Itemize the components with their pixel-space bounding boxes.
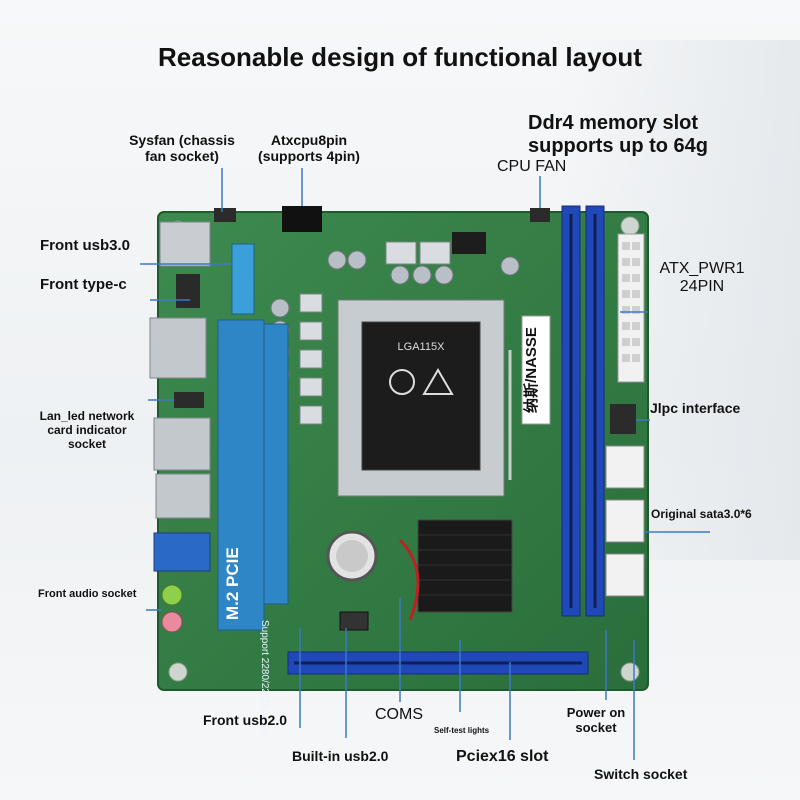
- label-cpu-fan: CPU FAN: [497, 158, 567, 175]
- label-jlpc: Jlpc interface: [650, 400, 741, 416]
- label-self-test: Self-test lights: [434, 726, 490, 735]
- audio-jack: [161, 611, 183, 633]
- cpu-fan-header: [530, 208, 550, 222]
- typec-header: [176, 274, 200, 308]
- sata-ports: [605, 445, 645, 597]
- usb3-front-header: [231, 243, 255, 315]
- chipset-heatsink: [417, 519, 513, 613]
- ethernet-port: [153, 417, 211, 471]
- inductor: [452, 232, 486, 254]
- brand-text: 纳斯/NASSE: [522, 327, 540, 413]
- page-title: Reasonable design of functional layout: [158, 42, 642, 72]
- mount-hole: [168, 662, 188, 682]
- socket-label: LGA115X: [398, 341, 446, 353]
- warning-icon: [389, 369, 415, 395]
- label-front-typec: Front type-c: [40, 276, 127, 293]
- audio-jack: [161, 584, 183, 606]
- label-switch-socket: Switch socket: [594, 766, 688, 782]
- ethernet-port: [149, 317, 207, 379]
- sysfan-header: [214, 208, 236, 222]
- m2-card-body: [217, 319, 265, 631]
- internal-usb2-port: [339, 611, 369, 631]
- label-front-usb3: Front usb3.0: [40, 237, 131, 254]
- caution-icon: [422, 368, 454, 395]
- mount-hole: [620, 216, 640, 236]
- brand-plate: [521, 315, 551, 425]
- label-builtin-usb2: Built-in usb2.0: [292, 748, 389, 764]
- cpu-socket-cover: [361, 321, 481, 471]
- atx-24pin-connector: [617, 233, 645, 383]
- leader-lines: [140, 168, 710, 760]
- usb3-port-rear: [153, 532, 211, 572]
- usb-port-rear: [159, 221, 211, 267]
- mount-hole: [620, 662, 640, 682]
- label-atxcpu8pin: Atxcpu8pin(supports 4pin): [258, 132, 360, 165]
- label-pciex16: Pciex16 slot: [456, 748, 549, 765]
- label-sata: Original sata3.0*6: [651, 507, 752, 521]
- m2-big-label: M.2 PCIE: [223, 547, 242, 620]
- lan-led-header: [174, 392, 204, 408]
- label-front-audio: Front audio socket: [38, 588, 137, 600]
- atx-8pin: [282, 206, 322, 232]
- usb-port-rear: [155, 473, 211, 519]
- label-coms: COMS: [375, 706, 423, 723]
- label-front-usb2: Front usb2.0: [203, 712, 288, 728]
- vrm-chokes: [299, 241, 451, 425]
- jlpc-header: [610, 404, 636, 434]
- m2-small-label-1: Support 2280/22110 solid: [259, 620, 270, 733]
- fan-cable: [398, 538, 420, 621]
